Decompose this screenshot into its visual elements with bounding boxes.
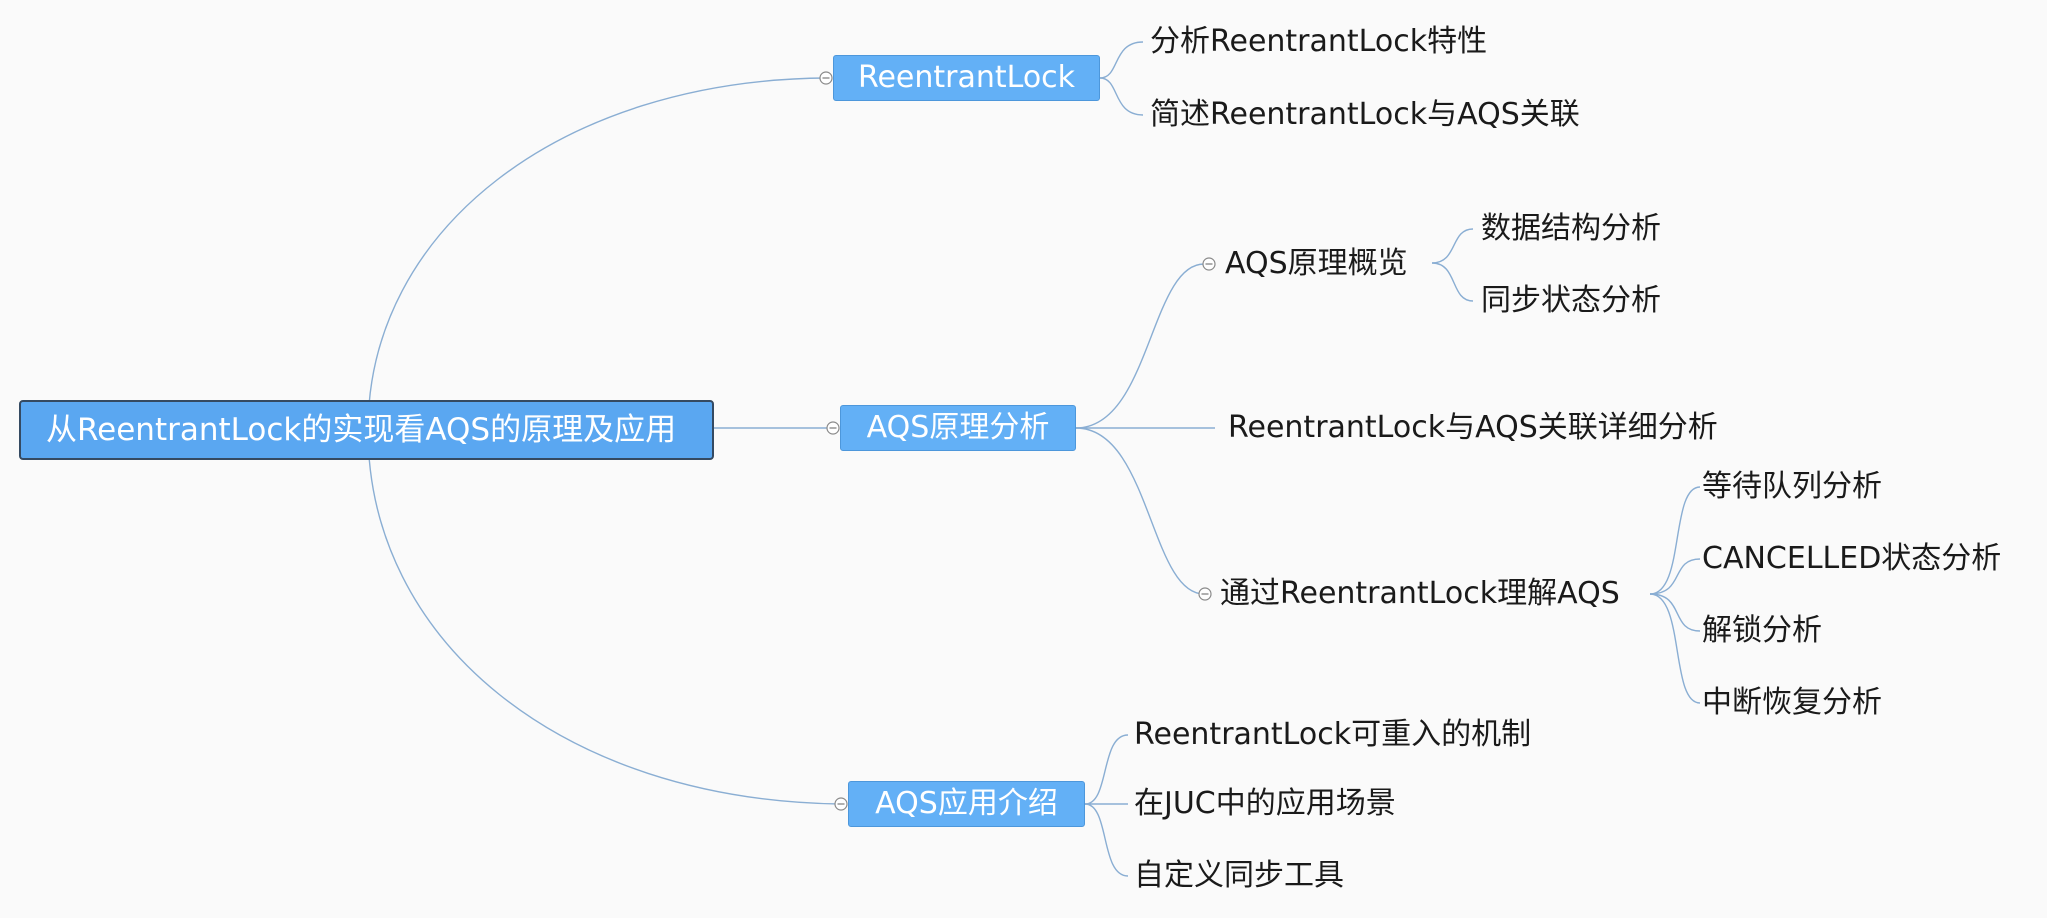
subtopic-reentrantlock-aqs-association[interactable]: 简述ReentrantLock与AQS关联 (1150, 97, 1580, 132)
connector-application-child-3 (1084, 803, 1129, 877)
branch-aqs-application[interactable]: AQS应用介绍 (848, 781, 1085, 827)
subtopic-reentrant-mechanism[interactable]: ReentrantLock可重入的机制 (1134, 717, 1532, 752)
connector-overview-child-2 (1431, 262, 1474, 302)
root-topic[interactable]: 从ReentrantLock的实现看AQS的原理及应用 (19, 400, 714, 460)
connector-understand-child-2 (1649, 558, 1701, 595)
subtopic-wait-queue[interactable]: 等待队列分析 (1702, 469, 1882, 504)
connector-understand-child-4 (1649, 593, 1701, 704)
connector-application-child-1 (1084, 734, 1129, 805)
branch-aqs-principle[interactable]: AQS原理分析 (840, 405, 1076, 451)
subtopic-juc-usage[interactable]: 在JUC中的应用场景 (1134, 786, 1396, 821)
collapse-toggle-reentrantlock[interactable] (819, 71, 833, 85)
connector-reentrantlock-child-1 (1099, 41, 1144, 79)
collapse-toggle-aqs-application[interactable] (834, 797, 848, 811)
connector-root-reentrantlock (367, 77, 827, 431)
branch-reentrantlock[interactable]: ReentrantLock (833, 55, 1100, 101)
subtopic-understand-aqs[interactable]: 通过ReentrantLock理解AQS (1220, 576, 1620, 611)
subtopic-sync-state[interactable]: 同步状态分析 (1481, 283, 1661, 318)
connector-understand-child-1 (1649, 486, 1701, 595)
subtopic-unlock[interactable]: 解锁分析 (1702, 613, 1822, 648)
subtopic-interrupt-recovery[interactable]: 中断恢复分析 (1702, 685, 1882, 720)
connector-overview-child-1 (1431, 228, 1474, 264)
connector-root-aqs-application (367, 429, 841, 805)
collapse-toggle-aqs-principle[interactable] (826, 421, 840, 435)
subtopic-reentrantlock-features[interactable]: 分析ReentrantLock特性 (1150, 24, 1488, 59)
connector-aqs-principle-understand (1075, 427, 1205, 595)
subtopic-custom-sync-tool[interactable]: 自定义同步工具 (1134, 858, 1344, 893)
connector-understand-child-3 (1649, 593, 1701, 632)
subtopic-reentrantlock-aqs-detailed[interactable]: ReentrantLock与AQS关联详细分析 (1228, 410, 1718, 445)
connector-reentrantlock-child-2 (1099, 77, 1144, 116)
subtopic-cancelled-state[interactable]: CANCELLED状态分析 (1702, 541, 2002, 576)
subtopic-aqs-overview[interactable]: AQS原理概览 (1225, 246, 1408, 281)
subtopic-data-structure[interactable]: 数据结构分析 (1481, 211, 1661, 246)
collapse-toggle-aqs-overview[interactable] (1202, 257, 1216, 271)
collapse-toggle-understand-aqs[interactable] (1198, 587, 1212, 601)
connector-aqs-principle-overview (1075, 263, 1205, 429)
